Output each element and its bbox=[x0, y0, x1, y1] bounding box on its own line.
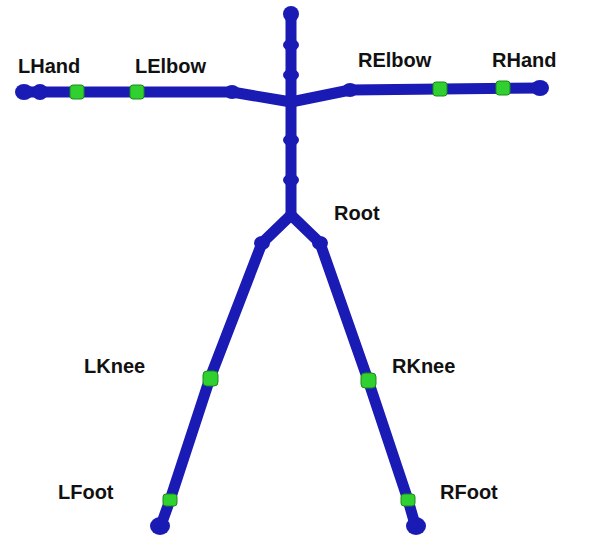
joint-label: Root bbox=[334, 203, 380, 223]
joint-label: RFoot bbox=[440, 482, 498, 502]
skeleton-bones bbox=[22, 16, 542, 528]
joint-label: LKnee bbox=[84, 356, 145, 376]
joint-markers bbox=[70, 81, 510, 506]
joint-label: RHand bbox=[492, 50, 556, 70]
joint-label: LFoot bbox=[58, 482, 114, 502]
joint-label: RKnee bbox=[392, 356, 455, 376]
joint-label: LElbow bbox=[135, 56, 206, 76]
joint-label: RElbow bbox=[358, 50, 431, 70]
joint-label: LHand bbox=[18, 56, 80, 76]
skeleton-nodes bbox=[15, 6, 549, 535]
